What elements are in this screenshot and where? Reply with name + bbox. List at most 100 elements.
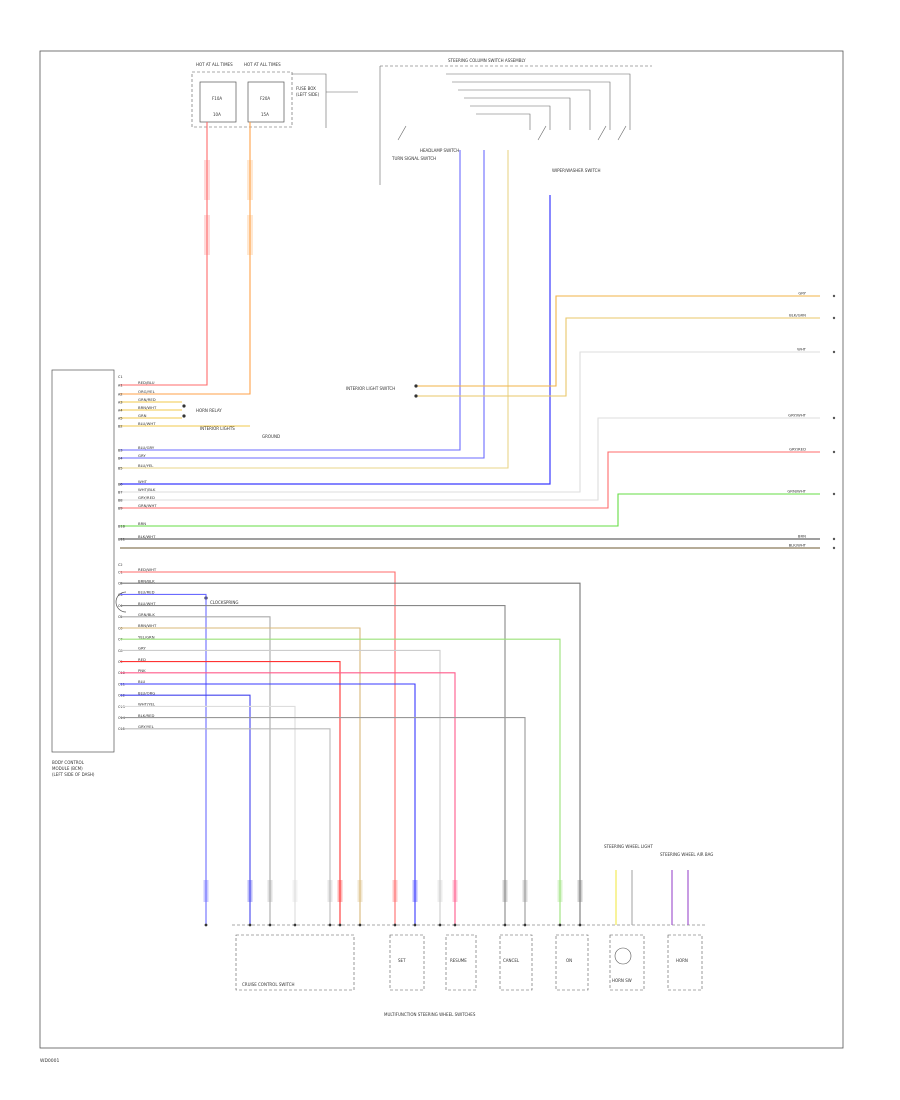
fuse-hot-label-right: HOT AT ALL TIMES — [244, 62, 281, 67]
diagram-frame — [39, 50, 844, 1049]
switch-left-label: TURN SIGNAL SWITCH — [391, 156, 436, 161]
module-pin-top-wire: BLU/GRY — [138, 445, 155, 450]
switch-bus-1 — [446, 73, 631, 130]
connector-2-label: C2 — [118, 562, 123, 567]
right-output-terminal — [832, 316, 836, 320]
lower-wire — [120, 717, 526, 925]
module-pin-bottom-wire: BRN/WHT — [138, 623, 157, 628]
fuse-a-amp: 10A — [213, 112, 221, 117]
cancel-switch-box — [499, 934, 533, 991]
interior-switch-node-1 — [414, 384, 418, 388]
right-output-terminal — [832, 537, 836, 541]
switch-wire-blu-yel — [120, 195, 551, 485]
horn-label: HORN — [676, 958, 688, 963]
horn-box — [667, 934, 703, 991]
connector-1-label: C1 — [118, 374, 123, 379]
wire-label-band — [502, 880, 508, 902]
steering-wheel-airbag-label: STEERING WHEEL AIR BAG — [660, 852, 713, 857]
fuse-box: HOT AT ALL TIMES HOT AT ALL TIMES F10A 1… — [191, 62, 358, 128]
fuse-box-label: FUSE BOX — [296, 86, 316, 91]
module-pin-top-wire: WHT — [138, 479, 148, 484]
right-output-label: GRY/RED — [789, 447, 806, 452]
switch-bus-5 — [470, 105, 551, 130]
module-pin-bottom-wire: RED/WHT — [138, 567, 157, 572]
right-output-label: GRN/WHT — [787, 489, 806, 494]
output-wire-blk-grn — [416, 317, 820, 397]
switch-mid-label: HEADLAMP SWITCH — [420, 148, 459, 153]
steering-wheel-light-label: STEERING WHEEL LIGHT — [604, 844, 653, 849]
fuse-b-id: F20A — [260, 96, 270, 101]
output-wire-wht — [120, 351, 820, 493]
module-pin-top-wire: BRN — [138, 521, 146, 526]
module-pin-top-wire: WHT/BLK — [138, 487, 156, 492]
fuse-a-wire-label-band-2 — [204, 215, 210, 255]
lower-wire — [120, 627, 361, 925]
set-switch-box — [389, 934, 425, 991]
horn-switch-box — [609, 934, 645, 991]
lower-wire — [120, 571, 396, 925]
module-pin-top: B2 — [118, 423, 123, 428]
lower-wire — [120, 705, 296, 925]
connector-pin — [204, 923, 208, 927]
module-pin-bottom-wire: BLU/WHT — [138, 601, 156, 606]
switch-bus-6 — [476, 113, 531, 130]
module-pin-bottom-wire: BLU/ORG — [138, 690, 155, 695]
right-output-label: BLK/WHT — [789, 543, 807, 548]
cruise-switch-box — [235, 934, 355, 991]
wire-label-band — [522, 880, 528, 902]
right-output-terminal — [832, 492, 836, 496]
wire-label-band — [437, 880, 443, 902]
switch-bus-4 — [464, 97, 571, 130]
set-switch-label: SET — [398, 958, 406, 963]
module-pin-top-wire: ORG/YEL — [138, 389, 156, 394]
module-pin-top: B4 — [118, 455, 123, 460]
module-pin-top-wire: GRN/WHT — [138, 503, 157, 508]
horn-switch-label: HORN SW — [612, 978, 632, 983]
fuse-a-wire-label-band — [204, 160, 210, 200]
horn-relay-label: HORN RELAY — [196, 408, 222, 413]
steering-switches-title: MULTIFUNCTION STEERING WHEEL SWITCHES — [384, 1012, 476, 1017]
right-output-terminal — [832, 546, 836, 550]
cruise-switch-label: CRUISE CONTROL SWITCH — [242, 982, 295, 987]
right-output-labels: GRYBLK/GRNWHTGRY/WHTGRY/REDGRN/WHTBRNBLK… — [787, 291, 836, 550]
module-pin-top: B8 — [118, 497, 123, 502]
fuse-hot-label-left: HOT AT ALL TIMES — [196, 62, 233, 67]
lower-wire — [120, 683, 416, 925]
module-pin-top: B9 — [118, 505, 123, 510]
lower-wire — [120, 593, 207, 925]
switch-contact-4 — [617, 125, 627, 141]
right-output-label: BLK/GRN — [789, 313, 806, 318]
module-label-3: (LEFT SIDE OF DASH) — [52, 772, 95, 777]
module-pin-bottom-wire: GRN/BLK — [138, 612, 155, 617]
lower-wire — [120, 728, 331, 925]
switch-bus-3 — [458, 89, 591, 130]
clockspring-arc — [115, 591, 127, 613]
cancel-switch-label: CANCEL — [503, 958, 520, 963]
module-pin-bottom-wire: BLK/RED — [138, 713, 155, 718]
body-control-module — [51, 369, 115, 753]
module-pin-bottom-wire: PNK — [138, 668, 146, 673]
module-pin-top-wire: GRN — [138, 413, 147, 418]
relay-node-1 — [182, 404, 186, 408]
module-label-1: BODY CONTROL — [52, 760, 85, 765]
fuse-a-id: F10A — [212, 96, 222, 101]
module-pin-top-wire: GRY — [138, 453, 146, 458]
switch-assembly-title: STEERING COLUMN SWITCH ASSEMBLY — [448, 58, 526, 63]
right-output-label: WHT — [797, 347, 807, 352]
lower-wire — [120, 672, 456, 925]
relay-node-2 — [182, 414, 186, 418]
fuse-box-bracket — [292, 73, 327, 128]
fuse-b-amp: 15A — [261, 112, 269, 117]
module-pin-top: A1 — [118, 382, 123, 387]
module-pin-top-wire: BLK/WHT — [138, 534, 156, 539]
resume-switch-box — [445, 934, 477, 991]
connector-pin — [503, 923, 507, 927]
module-pin-top: B3 — [118, 447, 123, 452]
wire-label-band — [357, 880, 363, 902]
switch-bus-2 — [452, 81, 611, 130]
right-output-terminal — [832, 350, 836, 354]
module-pin-bottom-wire: GRY — [138, 646, 146, 651]
module-pin-top: A4 — [118, 407, 123, 412]
wire-label-band — [267, 880, 273, 902]
